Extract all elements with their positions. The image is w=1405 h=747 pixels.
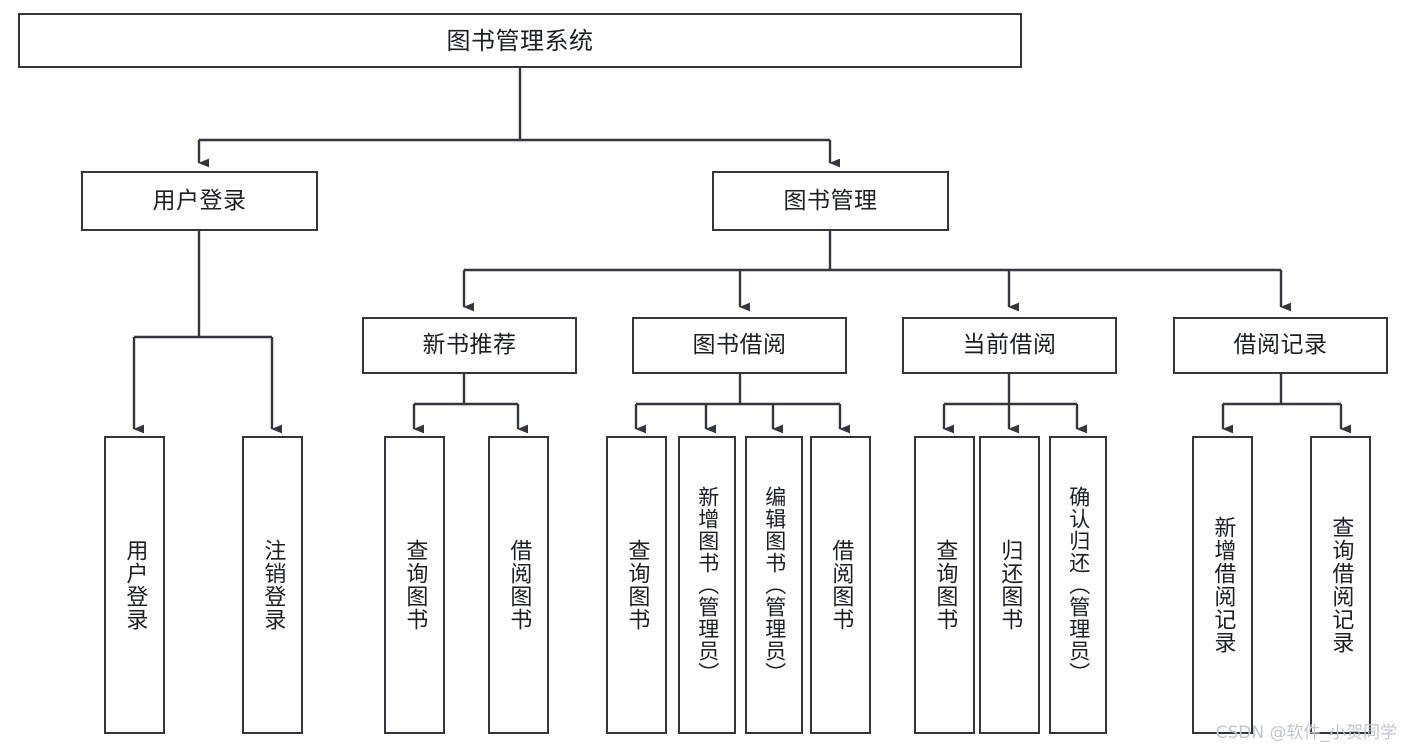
node-label: 新书推荐: [422, 332, 517, 358]
leaf-current-return-books[interactable]: 归还图书: [979, 436, 1040, 734]
node-label: 借阅记录: [1233, 332, 1328, 358]
node-label: 查询借阅记录: [1328, 516, 1354, 654]
leaf-new-book-borrow-books[interactable]: 借阅图书: [488, 436, 549, 734]
node-book-management[interactable]: 图书管理: [712, 171, 949, 231]
leaf-borrow-borrow-books[interactable]: 借阅图书: [810, 436, 871, 734]
node-label: 新增图书（管理员）: [695, 486, 720, 684]
leaf-current-query-books[interactable]: 查询图书: [914, 436, 975, 734]
node-label: 借阅图书: [506, 539, 532, 631]
node-label: 归还图书: [997, 539, 1023, 631]
node-label: 图书管理系统: [446, 26, 594, 55]
node-label: 编辑图书（管理员）: [762, 486, 787, 684]
leaf-logout[interactable]: 注销登录: [242, 436, 303, 734]
node-user-login[interactable]: 用户登录: [81, 171, 318, 231]
node-label: 借阅图书: [828, 539, 854, 631]
node-label: 查询图书: [402, 539, 428, 631]
node-label: 用户登录: [152, 187, 247, 214]
node-label: 确认归还（管理员）: [1066, 486, 1091, 684]
csdn-watermark: CSDN @软件_小贺同学: [1215, 723, 1397, 743]
node-label: 查询图书: [932, 539, 958, 631]
leaf-borrow-edit-book-admin[interactable]: 编辑图书（管理员）: [745, 436, 803, 734]
leaf-records-query-record[interactable]: 查询借阅记录: [1310, 436, 1371, 734]
leaf-records-add-record[interactable]: 新增借阅记录: [1192, 436, 1253, 734]
node-book-borrowing[interactable]: 图书借阅: [632, 317, 847, 374]
node-current-borrowing[interactable]: 当前借阅: [902, 317, 1117, 374]
node-label: 图书借阅: [692, 332, 787, 358]
node-root-book-management-system[interactable]: 图书管理系统: [18, 13, 1022, 68]
node-new-book-recommendation[interactable]: 新书推荐: [362, 317, 577, 374]
node-label: 新增借阅记录: [1210, 516, 1236, 654]
leaf-user-login[interactable]: 用户登录: [104, 436, 165, 734]
node-label: 查询图书: [624, 539, 650, 631]
node-label: 图书管理: [783, 187, 878, 214]
node-borrowing-records[interactable]: 借阅记录: [1173, 317, 1388, 374]
leaf-current-confirm-return-admin[interactable]: 确认归还（管理员）: [1049, 436, 1107, 734]
leaf-new-book-query-books[interactable]: 查询图书: [384, 436, 445, 734]
node-label: 当前借阅: [962, 332, 1057, 358]
node-label: 用户登录: [122, 539, 148, 631]
leaf-borrow-query-books[interactable]: 查询图书: [606, 436, 667, 734]
node-label: 注销登录: [260, 539, 286, 631]
leaf-borrow-add-book-admin[interactable]: 新增图书（管理员）: [678, 436, 736, 734]
